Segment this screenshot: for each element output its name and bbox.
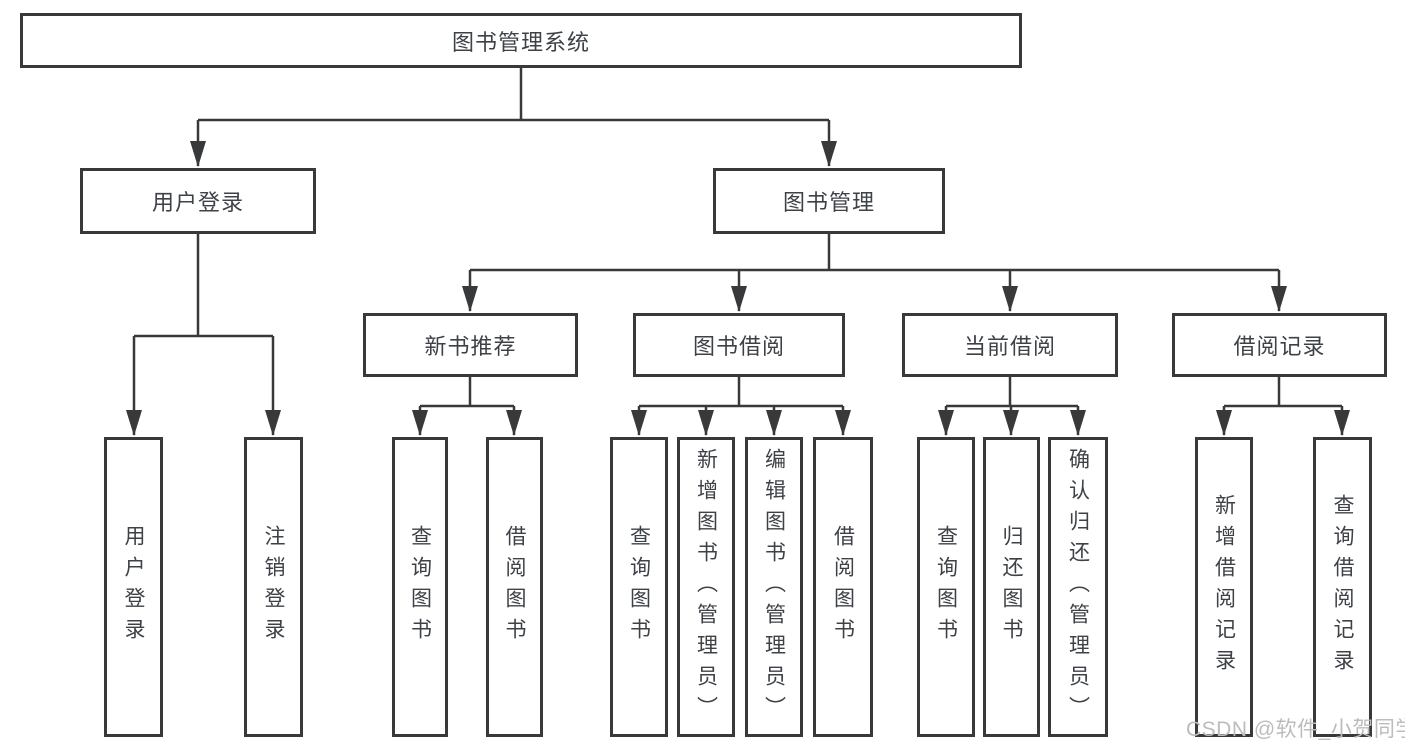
leaf-label: 查询图书 (934, 525, 958, 649)
leaf-label: 确认归还（管理员） (1066, 447, 1090, 727)
node-current-borrowing: 当前借阅 (902, 313, 1118, 377)
node-label: 当前借阅 (963, 334, 1056, 359)
leaf-query-books-recommend: 查询图书 (392, 437, 448, 737)
node-label: 图书借阅 (692, 334, 785, 359)
leaf-label: 新增借阅记录 (1212, 494, 1236, 680)
leaf-label: 借阅图书 (831, 525, 855, 649)
leaf-edit-books-admin: 编辑图书（管理员） (745, 437, 803, 737)
leaf-query-books-current: 查询图书 (917, 437, 975, 737)
leaf-label: 编辑图书（管理员） (762, 447, 786, 727)
leaf-confirm-return-admin: 确认归还（管理员） (1048, 437, 1108, 737)
node-user-login: 用户登录 (80, 168, 316, 234)
leaf-label: 借阅图书 (503, 525, 526, 649)
leaf-user-login: 用户登录 (104, 437, 163, 737)
leaf-label: 查询借阅记录 (1331, 494, 1354, 680)
leaf-add-borrow-record: 新增借阅记录 (1195, 437, 1253, 737)
node-label: 用户登录 (151, 190, 244, 215)
leaf-borrow-books-recommend: 借阅图书 (486, 437, 543, 737)
node-library-management-system: 图书管理系统 (20, 13, 1022, 68)
leaf-query-books-borrow: 查询图书 (610, 437, 668, 737)
node-book-borrowing: 图书借阅 (633, 313, 845, 377)
leaf-label: 用户登录 (122, 525, 145, 649)
node-borrowing-records: 借阅记录 (1172, 313, 1387, 377)
leaf-query-borrow-record: 查询借阅记录 (1313, 437, 1372, 737)
csdn-watermark: CSDN @软件_小贺同学 (1186, 718, 1405, 741)
leaf-label: 归还图书 (1000, 525, 1023, 649)
leaf-label: 注销登录 (262, 525, 285, 649)
leaf-return-books: 归还图书 (983, 437, 1040, 737)
node-label: 借阅记录 (1233, 334, 1326, 359)
node-label: 图书管理系统 (451, 29, 590, 55)
node-new-book-recommendation: 新书推荐 (363, 313, 578, 377)
node-label: 图书管理 (782, 190, 875, 215)
leaf-label: 查询图书 (627, 525, 651, 649)
leaf-label: 查询图书 (408, 525, 432, 649)
leaf-logout-login: 注销登录 (244, 437, 303, 737)
leaf-label: 新增图书（管理员） (694, 447, 718, 727)
leaf-add-books-admin: 新增图书（管理员） (677, 437, 735, 737)
leaf-borrow-books: 借阅图书 (813, 437, 873, 737)
node-label: 新书推荐 (424, 334, 517, 359)
node-book-management: 图书管理 (713, 168, 945, 234)
